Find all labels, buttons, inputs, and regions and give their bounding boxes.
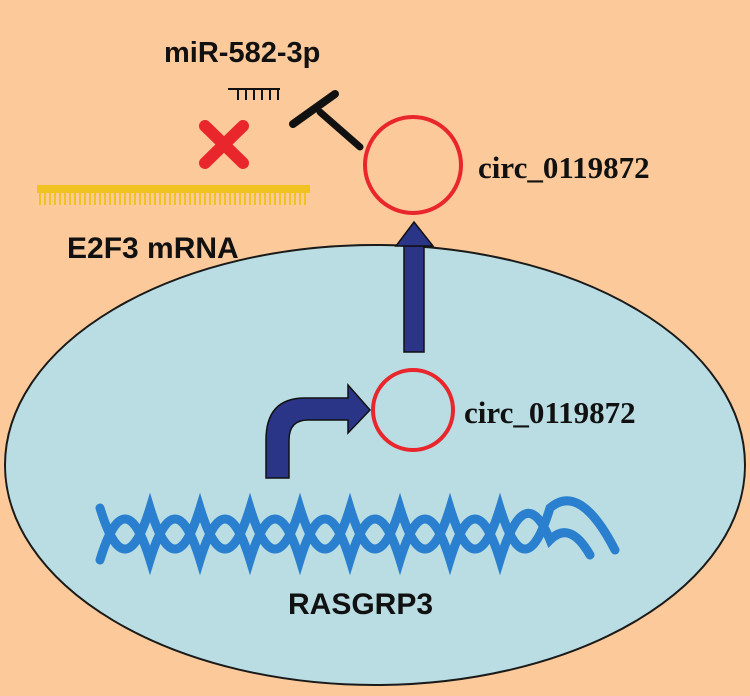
mirna-label: miR-582-3p	[164, 37, 320, 69]
circrna-cytoplasm-label: circ_0119872	[478, 150, 650, 185]
red-x-mark-icon	[199, 120, 249, 169]
nucleus	[4, 244, 746, 686]
mrna-label: E2F3 mRNA	[67, 232, 239, 265]
mirna-strand	[228, 88, 280, 100]
circrna-nucleus-label: circ_0119872	[464, 395, 636, 430]
gene-label: RASGRP3	[288, 588, 433, 621]
mrna-strand	[37, 185, 310, 205]
inhibition-t-bar-icon	[289, 90, 364, 151]
transcription-arrow	[265, 383, 372, 479]
circrna-cytoplasm	[363, 115, 463, 215]
export-arrow	[394, 220, 435, 353]
circrna-nucleus	[371, 368, 455, 452]
dna-double-helix	[95, 492, 620, 576]
